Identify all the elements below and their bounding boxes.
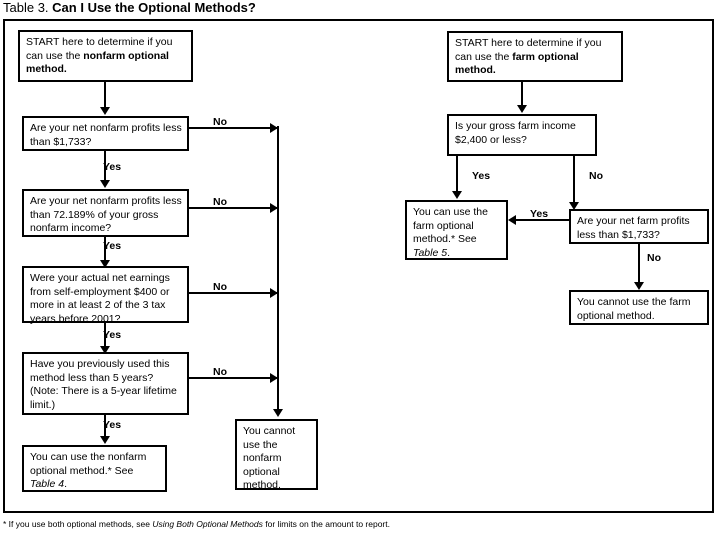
nonfarm-q2-text: Are your net nonfarm profits less than 7… (30, 195, 182, 234)
connector-nonfarm-q3-yes (104, 323, 106, 348)
farm-start-bold: farm optional method. (455, 50, 579, 77)
nonfarm-start-bold: nonfarm optional method. (26, 49, 169, 76)
label-nonfarm-yes-2: Yes (103, 240, 122, 252)
farm-yes-result-italic: Table 5 (413, 246, 448, 259)
nonfarm-q3-text: Were your actual net earnings from self-… (30, 272, 170, 325)
nonfarm-yes-result-tail: . (64, 478, 67, 490)
connector-nonfarm-q1-no (189, 127, 279, 129)
nonfarm-q1-box: Are your net nonfarm profits less than $… (22, 116, 189, 151)
connector-nonfarm-q1-yes (104, 151, 106, 181)
arrowhead-right-nonfarm-no-3 (270, 288, 278, 298)
connector-nonfarm-start-to-q1 (104, 82, 106, 108)
arrowhead-down-nonfarm-no-result (273, 409, 283, 417)
label-nonfarm-no-3: No (213, 281, 227, 293)
connector-nonfarm-q2-yes (104, 237, 106, 262)
arrowhead-down-farm-q1 (517, 105, 527, 113)
nonfarm-q1-text: Are your net nonfarm profits less than $… (30, 122, 182, 148)
nonfarm-start-box: START here to determine if you can use t… (18, 30, 193, 82)
farm-start-box: START here to determine if you can use t… (447, 31, 623, 82)
label-farm-no-1: No (589, 170, 603, 182)
farm-yes-result-plain: You can use the farm optional method.* S… (413, 206, 488, 245)
connector-nonfarm-q4-no (189, 377, 279, 379)
arrowhead-down-nonfarm-q3 (100, 260, 110, 268)
arrowhead-down-nonfarm-q4 (100, 346, 110, 354)
connector-farm-q2-no (638, 244, 640, 284)
label-nonfarm-yes-3: Yes (103, 329, 122, 341)
label-nonfarm-no-2: No (213, 196, 227, 208)
title-prefix: Table 3. (3, 0, 49, 15)
footnote-marker: * (3, 519, 7, 529)
farm-no-result-text: You cannot use the farm optional method. (577, 296, 691, 322)
label-nonfarm-no-4: No (213, 366, 227, 378)
connector-farm-q1-yes (456, 156, 458, 193)
arrowhead-down-farm-q2 (569, 202, 579, 210)
arrowhead-down-nonfarm-yes-result (100, 436, 110, 444)
farm-yes-result-box: You can use the farm optional method.* S… (405, 200, 508, 260)
label-nonfarm-no-1: No (213, 116, 227, 128)
nonfarm-q2-box: Are your net nonfarm profits less than 7… (22, 189, 189, 237)
nonfarm-yes-result-box: You can use the nonfarm optional method.… (22, 445, 167, 492)
footnote-italic-reference: Using Both Optional Methods (152, 519, 263, 529)
label-farm-yes-2: Yes (530, 208, 549, 220)
nonfarm-no-result-box: You cannot use the nonfarm optional meth… (235, 419, 318, 491)
footnote-text-before: If you use both optional methods, see (6, 519, 153, 529)
page-title: Table 3. Can I Use the Optional Methods? (3, 0, 256, 16)
connector-nonfarm-q4-yes (104, 415, 106, 438)
farm-q2-text: Are your net farm profits less than $1,7… (577, 215, 690, 241)
arrowhead-down-farm-no-result (634, 282, 644, 290)
title-question: Can I Use the Optional Methods? (52, 0, 256, 15)
farm-q1-text: Is your gross farm income $2,400 or less… (455, 120, 576, 146)
arrowhead-right-nonfarm-no-4 (270, 373, 278, 383)
arrowhead-right-nonfarm-no-1 (270, 123, 278, 133)
nonfarm-start-plain: START here to determine if you can use t… (26, 36, 173, 62)
farm-q2-box: Are your net farm profits less than $1,7… (569, 209, 709, 244)
label-nonfarm-yes-1: Yes (103, 161, 122, 173)
label-nonfarm-yes-4: Yes (103, 419, 122, 431)
arrowhead-down-nonfarm-q2 (100, 180, 110, 188)
nonfarm-q4-text: Have you previously used this method les… (30, 358, 177, 411)
nonfarm-q4-box: Have you previously used this method les… (22, 352, 189, 415)
connector-nonfarm-q2-no (189, 207, 279, 209)
arrowhead-right-nonfarm-no-2 (270, 203, 278, 213)
connector-nonfarm-q3-no (189, 292, 279, 294)
nonfarm-no-result-text: You cannot use the nonfarm optional meth… (243, 425, 296, 491)
farm-yes-result-tail: . (447, 246, 450, 259)
arrowhead-down-farm-yes-result (452, 191, 462, 199)
connector-farm-start-to-q1 (521, 82, 523, 106)
connector-nonfarm-no-trunk (277, 126, 279, 411)
arrowhead-left-farm-yes-2 (508, 215, 516, 225)
footnote: * If you use both optional methods, see … (3, 519, 390, 530)
farm-start-plain: START here to determine if you can use t… (455, 37, 602, 63)
nonfarm-q3-box: Were your actual net earnings from self-… (22, 266, 189, 325)
label-farm-yes-1: Yes (472, 170, 491, 182)
label-farm-no-2: No (647, 252, 661, 264)
nonfarm-yes-result-italic: Table 4 (30, 478, 65, 490)
connector-farm-q2-yes (516, 219, 570, 221)
farm-q1-box: Is your gross farm income $2,400 or less… (447, 114, 597, 156)
nonfarm-yes-result-plain: You can use the nonfarm optional method.… (30, 451, 147, 477)
connector-farm-q1-no (573, 156, 575, 204)
farm-no-result-box: You cannot use the farm optional method. (569, 290, 709, 325)
arrowhead-down-nonfarm-q1 (100, 107, 110, 115)
footnote-text-after: for limits on the amount to report. (262, 519, 390, 529)
